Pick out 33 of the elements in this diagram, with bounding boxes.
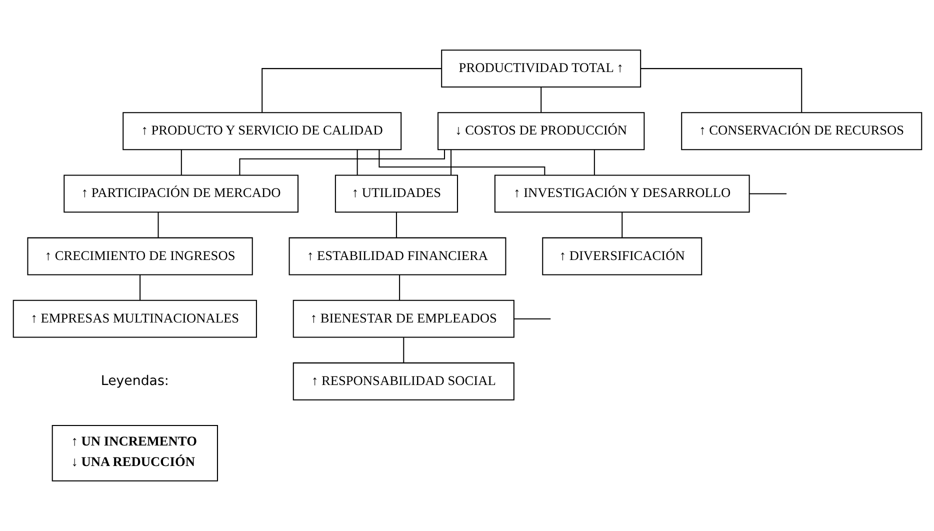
connector: [540, 87, 542, 112]
node-box: ↑ PARTICIPACIÓN DE MERCADO: [63, 174, 298, 213]
connector: [157, 212, 158, 238]
connector: [402, 338, 404, 363]
node-box: ↑ CONSERVACIÓN DE RECURSOS: [680, 112, 922, 150]
connector: [139, 275, 140, 300]
node-box: ↑ PRODUCTO Y SERVICIO DE CALIDAD: [122, 112, 402, 150]
connector: [378, 150, 545, 176]
node-box: ↑ UTILIDADES: [334, 174, 458, 213]
node-box: ↑ DIVERSIFICACIÓN: [542, 237, 702, 276]
connector: [180, 150, 182, 175]
connector: [238, 150, 445, 176]
connector: [640, 68, 802, 112]
connector: [748, 193, 786, 194]
label: Leyendas:: [100, 374, 168, 389]
node-box: ↓ COSTOS DE PRODUCCIÓN: [437, 112, 644, 150]
legend-label: ↓ UNA REDUCCIÓN: [70, 454, 194, 469]
node-box: ↑ CRECIMIENTO DE INGRESOS: [26, 237, 252, 276]
legend-label: ↑ UN INCREMENTO: [70, 433, 196, 448]
connector: [450, 150, 452, 175]
node-box: PRODUCTIVIDAD TOTAL ↑: [440, 50, 641, 88]
node-box: ↑ BIENESTAR DE EMPLEADOS: [292, 300, 514, 338]
node-box: ↑ EMPRESAS MULTINACIONALES: [12, 300, 256, 338]
node-box: ↑ RESPONSABILIDAD SOCIAL: [292, 362, 514, 400]
connector: [395, 212, 396, 238]
node-box: ↑ ESTABILIDAD FINANCIERA: [288, 237, 506, 276]
connector: [398, 275, 400, 300]
node-box: ↑ INVESTIGACIÓN Y DESARROLLO: [494, 174, 750, 213]
connector: [514, 318, 550, 320]
connector: [593, 150, 594, 175]
connector: [356, 150, 358, 175]
connector: [261, 68, 442, 112]
connector: [621, 212, 622, 238]
